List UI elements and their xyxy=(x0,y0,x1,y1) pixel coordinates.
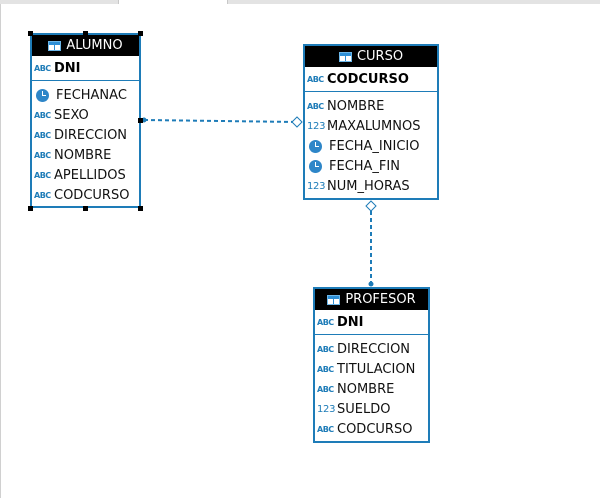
pk-row[interactable]: ABC DNI xyxy=(32,56,139,80)
text-type-icon: ABC xyxy=(307,101,324,111)
pk-divider xyxy=(32,80,139,81)
text-type-icon: ABC xyxy=(34,110,51,120)
attribute-row[interactable]: 123 NUM_HORAS xyxy=(305,176,437,196)
attribute-row[interactable]: ABC CODCURSO xyxy=(315,419,428,439)
link-profesor-end-dot xyxy=(368,281,374,287)
attribute-name: NOMBRE xyxy=(54,147,112,163)
attribute-name: SEXO xyxy=(54,107,89,123)
attribute-name: CODCURSO xyxy=(337,421,413,437)
attribute-name: FECHA_FIN xyxy=(329,158,400,174)
text-type-icon: ABC xyxy=(34,130,51,140)
attribute-name: APELLIDOS xyxy=(54,167,126,183)
pk-row[interactable]: ABC CODCURSO xyxy=(305,67,437,91)
text-type-icon: ABC xyxy=(317,317,334,327)
entity-profesor[interactable]: PROFESOR ABC DNI ABC DIRECCION ABC TITUL… xyxy=(313,287,430,443)
entity-profesor-header[interactable]: PROFESOR xyxy=(315,289,428,310)
number-type-icon: 123 xyxy=(307,120,326,132)
selection-handle-right[interactable] xyxy=(138,118,143,123)
attribute-name: DIRECCION xyxy=(54,127,128,143)
pk-row[interactable]: ABC DNI xyxy=(315,310,428,334)
table-icon xyxy=(338,51,352,62)
table-icon xyxy=(327,294,341,305)
attribute-name: NOMBRE xyxy=(337,381,395,397)
selection-handle-top-right[interactable] xyxy=(138,31,143,36)
attribute-name: SUELDO xyxy=(337,401,391,417)
text-type-icon: ABC xyxy=(34,63,51,73)
editor-tab-strip xyxy=(0,0,600,4)
attribute-row[interactable]: 123 SUELDO xyxy=(315,399,428,419)
attribute-row[interactable]: ABC NOMBRE xyxy=(315,379,428,399)
attribute-name: MAXALUMNOS xyxy=(327,118,421,134)
link-curso-end-diamond xyxy=(291,116,303,128)
selection-handle-bottom-right[interactable] xyxy=(138,206,143,211)
date-type-icon xyxy=(309,159,322,173)
entity-alumno-header[interactable]: ALUMNO xyxy=(32,35,139,56)
entity-alumno[interactable]: ALUMNO ABC DNI FECHANAC ABC SEXO ABC DIR… xyxy=(30,33,141,208)
link-curso-start-diamond xyxy=(365,200,377,212)
link-alumno-curso[interactable] xyxy=(143,119,298,123)
attribute-name: NOMBRE xyxy=(327,98,385,114)
text-type-icon: ABC xyxy=(34,150,51,160)
pk-name: DNI xyxy=(337,314,364,330)
attribute-row[interactable]: FECHA_INICIO xyxy=(305,136,437,156)
entity-curso-title: CURSO xyxy=(356,49,404,64)
entity-alumno-title: ALUMNO xyxy=(66,38,123,53)
attribute-row[interactable]: ABC CODCURSO xyxy=(32,185,139,205)
selection-handle-top[interactable] xyxy=(83,31,88,36)
attribute-name: DIRECCION xyxy=(337,341,411,357)
attribute-row[interactable]: ABC APELLIDOS xyxy=(32,165,139,185)
pk-name: CODCURSO xyxy=(327,71,409,87)
canvas-left-border xyxy=(0,4,1,498)
text-type-icon: ABC xyxy=(317,344,334,354)
selection-handle-bottom-left[interactable] xyxy=(28,206,33,211)
text-type-icon: ABC xyxy=(317,424,334,434)
attribute-name: FECHA_INICIO xyxy=(329,138,420,154)
attribute-row[interactable]: 123 MAXALUMNOS xyxy=(305,116,437,136)
entity-curso[interactable]: CURSO ABC CODCURSO ABC NOMBRE 123 MAXALU… xyxy=(303,44,439,200)
date-type-icon xyxy=(309,139,322,153)
attribute-row[interactable]: FECHANAC xyxy=(32,85,139,105)
attribute-row[interactable]: ABC NOMBRE xyxy=(305,96,437,116)
attribute-row[interactable]: ABC SEXO xyxy=(32,105,139,125)
pk-divider xyxy=(315,334,428,335)
text-type-icon: ABC xyxy=(34,190,51,200)
attribute-name: CODCURSO xyxy=(54,187,130,203)
number-type-icon: 123 xyxy=(317,403,336,415)
pk-name: DNI xyxy=(54,60,81,76)
entity-curso-header[interactable]: CURSO xyxy=(305,46,437,67)
attribute-row[interactable]: FECHA_FIN xyxy=(305,156,437,176)
attribute-row[interactable]: ABC DIRECCION xyxy=(32,125,139,145)
selection-handle-top-left[interactable] xyxy=(28,31,33,36)
attribute-row[interactable]: ABC DIRECCION xyxy=(315,339,428,359)
table-icon xyxy=(48,40,62,51)
attribute-row[interactable]: ABC NOMBRE xyxy=(32,145,139,165)
text-type-icon: ABC xyxy=(317,364,334,374)
date-type-icon xyxy=(36,88,49,102)
text-type-icon: ABC xyxy=(307,74,324,84)
text-type-icon: ABC xyxy=(317,384,334,394)
attribute-name: FECHANAC xyxy=(56,87,127,103)
selection-handle-bottom[interactable] xyxy=(83,206,88,211)
number-type-icon: 123 xyxy=(307,180,326,192)
attribute-name: TITULACION xyxy=(337,361,416,377)
pk-divider xyxy=(305,91,437,92)
active-editor-tab[interactable] xyxy=(118,0,228,4)
attribute-row[interactable]: ABC TITULACION xyxy=(315,359,428,379)
attribute-name: NUM_HORAS xyxy=(327,178,410,194)
entity-profesor-title: PROFESOR xyxy=(345,292,416,307)
text-type-icon: ABC xyxy=(34,170,51,180)
